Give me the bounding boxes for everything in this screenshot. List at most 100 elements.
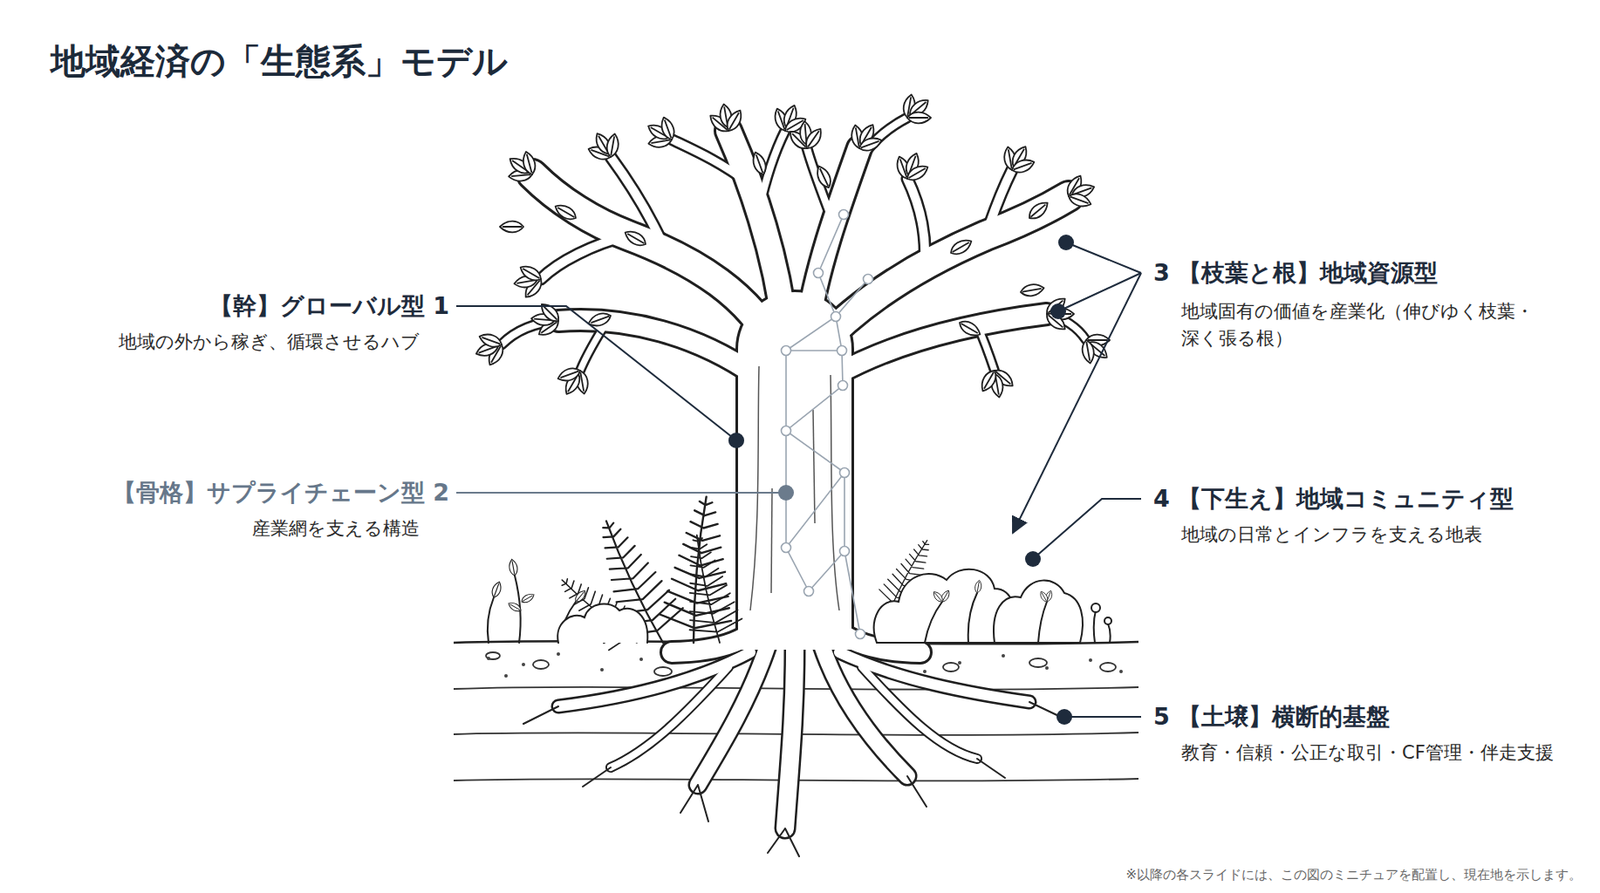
callout-dot	[728, 432, 745, 449]
leader-line	[456, 492, 787, 494]
pebble	[654, 667, 672, 677]
twig	[985, 170, 1012, 236]
branch	[728, 130, 786, 332]
leaf	[519, 592, 536, 606]
soil-grain	[639, 657, 643, 662]
twig	[806, 148, 834, 223]
diagram-title: 地域経済の「生態系」モデル	[50, 38, 508, 84]
callout-heading: 【骨格】サプライチェーン型 2	[112, 477, 450, 509]
leader-line	[1066, 242, 1142, 274]
bark-line	[771, 488, 773, 594]
soil-grain	[923, 670, 927, 674]
network-node	[804, 587, 814, 597]
network-node	[781, 543, 792, 554]
leaf	[499, 221, 524, 233]
tree-outline	[501, 117, 1087, 829]
pebble	[1100, 663, 1116, 672]
soil-grain	[1119, 670, 1123, 674]
root	[785, 649, 795, 829]
callout-dot	[1050, 303, 1067, 320]
branch	[558, 320, 755, 376]
network-node	[863, 274, 874, 285]
callout-heading: 3 【枝葉と根】地域資源型	[1153, 257, 1438, 289]
leaf-cluster	[892, 85, 941, 136]
bark-lines	[750, 366, 840, 611]
network-node	[831, 312, 842, 322]
rootlets	[523, 702, 1067, 857]
network-line	[786, 214, 845, 592]
network-node	[840, 547, 850, 557]
twig	[907, 178, 925, 262]
leaf-cluster	[511, 259, 548, 303]
network-line	[808, 472, 845, 592]
twig	[610, 157, 668, 255]
leaf	[750, 150, 769, 177]
leaf	[1019, 282, 1046, 298]
fern	[657, 493, 742, 646]
callout-description: 地域固有の価値を産業化（伸びゆく枝葉・ 深く張る根）	[1181, 298, 1557, 353]
callout-dot	[1058, 234, 1074, 251]
soil-grain	[1001, 654, 1006, 658]
soil-grain	[600, 668, 604, 672]
leaf	[974, 580, 983, 595]
fern	[547, 561, 653, 662]
network-node	[839, 210, 849, 220]
small-bush	[557, 603, 648, 643]
leaf-cluster	[785, 119, 827, 154]
network-node	[855, 629, 866, 640]
leader-line	[1058, 273, 1142, 312]
leaf	[948, 236, 975, 259]
root	[861, 667, 978, 759]
bush	[993, 581, 1083, 643]
twig	[540, 235, 629, 280]
leaf-cluster	[1059, 168, 1101, 216]
network-line	[785, 350, 787, 548]
network-node	[837, 346, 848, 356]
network-node	[781, 426, 792, 437]
leaf-cluster	[549, 357, 599, 404]
leader-arrow	[1012, 273, 1142, 534]
leaf-cluster	[580, 123, 630, 171]
twig	[806, 148, 834, 223]
network-nodes	[781, 210, 874, 640]
callout-description: 地域の日常とインフラを支える地表	[1181, 521, 1483, 549]
footnote-caption: ※以降の各スライドには、この図のミニチュアを配置し、現在地を示します。	[1125, 866, 1582, 884]
callout-heading: 4 【下生え】地域コミュニティ型	[1153, 483, 1514, 515]
bark-line	[813, 410, 815, 524]
leaf-cluster	[974, 363, 1019, 401]
soil-grain	[486, 656, 491, 661]
pebble	[1029, 658, 1047, 668]
soil-grain	[521, 663, 526, 667]
root-flare	[671, 610, 773, 653]
leaf-cluster	[1043, 294, 1074, 334]
leaf	[1025, 198, 1052, 223]
callout-heading: 5 【土壌】横断的基盤	[1153, 701, 1390, 733]
root	[785, 649, 795, 829]
twig	[540, 235, 629, 280]
rootlet	[523, 702, 1067, 857]
soil-grain	[1045, 666, 1049, 671]
flower	[1104, 617, 1112, 625]
leaf	[622, 227, 649, 250]
twig	[907, 178, 925, 262]
network-node	[781, 346, 792, 356]
branch	[835, 314, 1047, 376]
network-node	[840, 468, 850, 479]
undergrowth	[487, 493, 1112, 662]
callout-dot	[1056, 709, 1073, 725]
bark-line	[750, 366, 759, 611]
tree-fill	[501, 117, 1087, 829]
callout-description: 教育・信頼・公正な取引・CF管理・伴走支援	[1181, 739, 1554, 767]
bark-line	[830, 375, 840, 611]
pebble	[533, 660, 549, 670]
callout-description: 産業網を支える構造	[252, 515, 420, 543]
leaf	[813, 164, 835, 191]
leader-line	[1032, 499, 1142, 560]
leaf	[573, 588, 588, 604]
leaf	[506, 601, 523, 615]
leader-line	[1064, 716, 1142, 718]
callout-description: 地域の外から稼ぎ、循環させるハブ	[118, 328, 420, 356]
branch	[835, 314, 1047, 376]
undergrowth-leaves	[490, 559, 1054, 615]
